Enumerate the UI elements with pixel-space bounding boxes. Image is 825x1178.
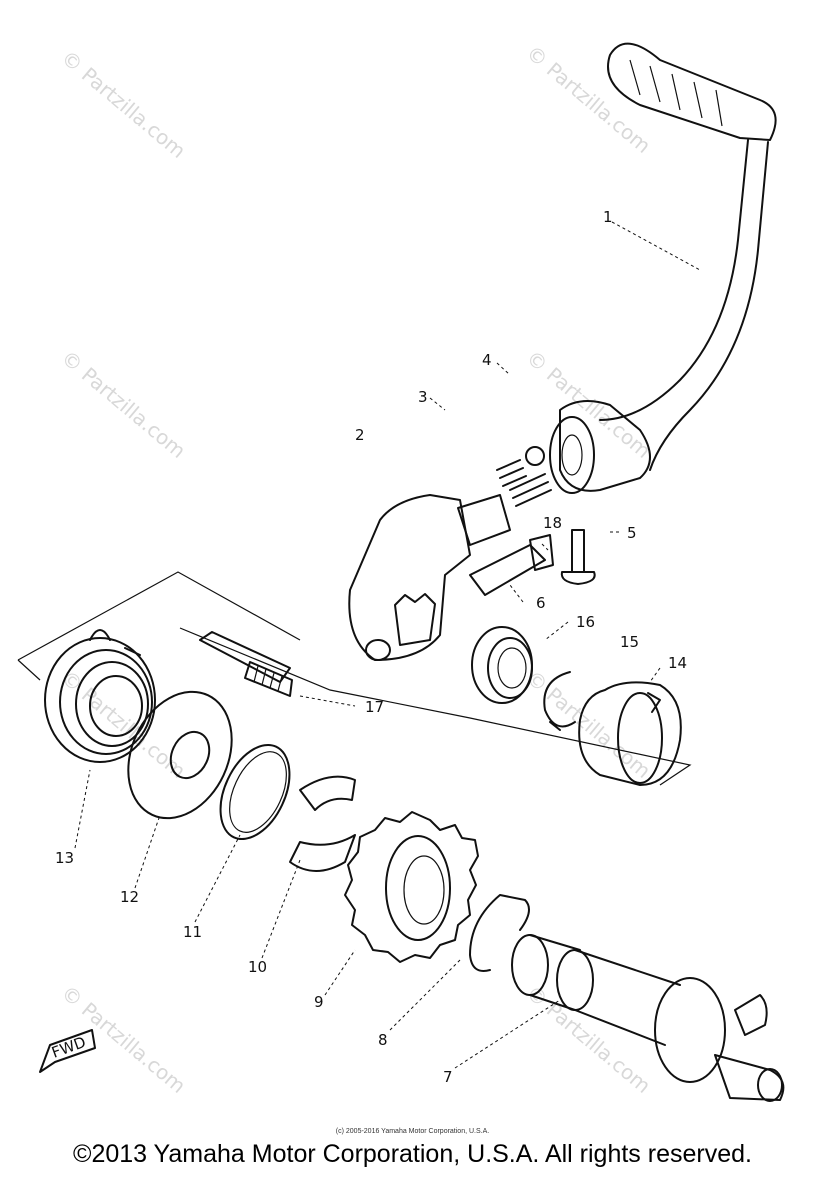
bearing	[471, 626, 533, 704]
kick-lever-arm	[549, 42, 777, 494]
callout-3: 3	[418, 388, 428, 406]
torsion-spring	[44, 629, 156, 763]
spring-cover	[127, 690, 233, 820]
leader-lines	[74, 221, 701, 1069]
callout-17: 17	[365, 698, 384, 716]
watermark-layer: © Partzilla.com © Partzilla.com © Partzi…	[57, 40, 656, 1098]
spring-clip	[469, 894, 530, 972]
callout-12: 12	[120, 888, 139, 906]
watermark: © Partzilla.com	[522, 345, 656, 463]
callout-18: 18	[543, 514, 562, 532]
small-copyright: (c) 2005-2016 Yamaha Motor Corporation, …	[335, 1128, 490, 1135]
callout-11: 11	[183, 923, 202, 941]
shaft-pin	[199, 631, 293, 697]
assembly-outline	[17, 571, 692, 786]
callout-15: 15	[620, 633, 639, 651]
callout-8: 8	[378, 1031, 388, 1049]
callout-2: 2	[355, 426, 365, 444]
callout-13: 13	[55, 849, 74, 867]
callout-4: 4	[482, 351, 492, 369]
watermark: © Partzilla.com	[522, 40, 656, 158]
pivot-pin	[560, 529, 596, 585]
detent-ball	[525, 446, 545, 466]
callout-6: 6	[536, 594, 546, 612]
pivot-bracket	[348, 446, 596, 661]
circlip-11	[219, 743, 291, 841]
detent-spring-small	[496, 459, 527, 487]
callout-14: 14	[668, 654, 687, 672]
callout-10: 10	[248, 958, 267, 976]
kick-axle	[511, 934, 785, 1102]
detent-spring	[509, 473, 552, 507]
callout-9: 9	[314, 993, 324, 1011]
callout-1: 1	[603, 208, 613, 226]
callout-labels: 1 2 3 4 5 6 7 8 9 10 11 12 13 14 15 16 1…	[55, 208, 687, 1086]
kick-gear	[344, 811, 479, 963]
pivot-bolt	[469, 544, 546, 596]
fwd-arrow: FWD	[39, 1029, 96, 1073]
clip-halves	[289, 775, 356, 872]
callout-5: 5	[627, 524, 637, 542]
footer-copyright: ©2013 Yamaha Motor Corporation, U.S.A. A…	[73, 1140, 752, 1168]
watermark: © Partzilla.com	[57, 345, 191, 463]
collar	[578, 681, 682, 786]
callout-16: 16	[576, 613, 595, 631]
circlip-15	[543, 671, 576, 731]
watermark: © Partzilla.com	[57, 45, 191, 163]
callout-7: 7	[443, 1068, 453, 1086]
